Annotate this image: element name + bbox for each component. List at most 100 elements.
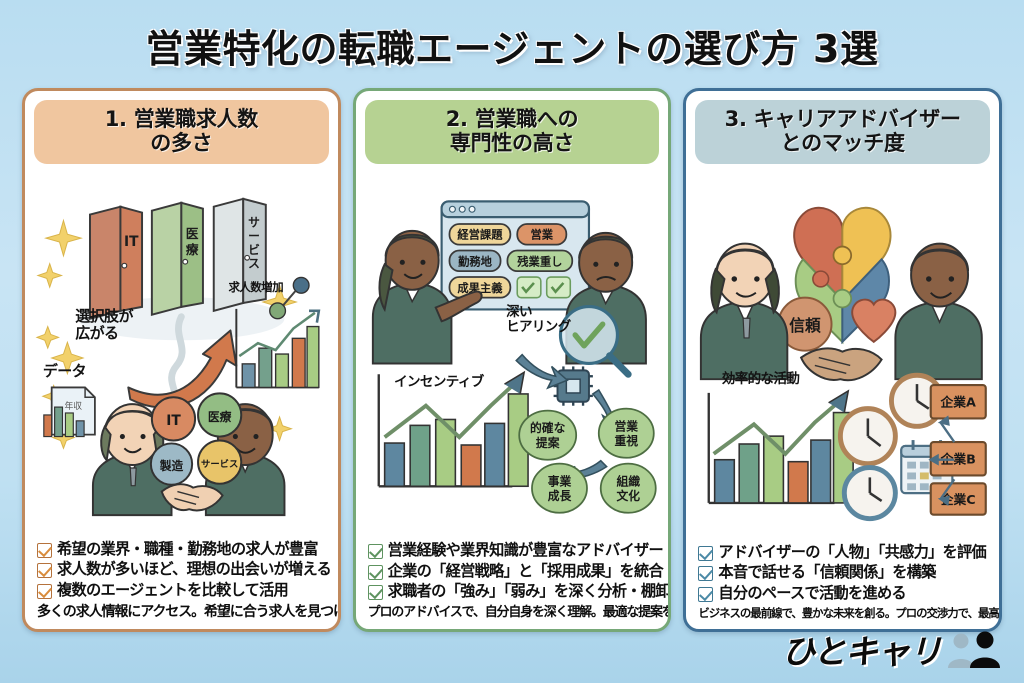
card-2-heading-line2: 専門性の高さ bbox=[449, 131, 575, 156]
svg-text:営業: 営業 bbox=[614, 419, 638, 433]
card-column-1: 1. 営業職求人数 の多さ bbox=[22, 88, 341, 632]
svg-text:残業重し: 残業重し bbox=[517, 254, 562, 268]
svg-text:企業B: 企業B bbox=[940, 451, 976, 467]
bullet-text: 求人数が多いほど、理想の出会いが増える bbox=[57, 560, 332, 579]
card-3-summary: ビジネスの最前線で、豊かな未来を創る。プロの交渉力で、最高の条件を引き出す。 bbox=[698, 606, 999, 621]
checkbox-icon bbox=[37, 542, 52, 558]
bullet-item: 本音で話せる「信頼関係」を構築 bbox=[698, 563, 989, 582]
checkbox-icon bbox=[37, 583, 52, 599]
incentive-chart bbox=[377, 370, 529, 488]
advisor-person-illustration bbox=[371, 229, 483, 365]
svg-text:成果主義: 成果主義 bbox=[457, 281, 503, 295]
bullet-text: 求職者の「強み」「弱み」を深く分析・棚卸し bbox=[387, 581, 672, 600]
card-3-artwork: 信頼 bbox=[700, 206, 988, 521]
door-it: IT bbox=[89, 205, 144, 320]
checkbox-icon bbox=[367, 564, 383, 580]
bullet-text: 希望の業界・職種・勤務地の求人が豊富 bbox=[57, 539, 318, 558]
svg-text:医: 医 bbox=[186, 227, 199, 242]
person-left-illustration bbox=[700, 242, 789, 380]
handshake-icon bbox=[160, 482, 224, 512]
criteria-window: 経営課題 営業 勤務地 残業重し 成果主義 bbox=[440, 200, 590, 311]
choices-expand-label: 選択肢が 広がる bbox=[75, 307, 133, 342]
card-1-artwork: IT 医 療 サ ー ビ ス bbox=[35, 197, 321, 516]
card-2-summary: プロのアドバイスで、自分自身を深く理解。最適な提案を受ける。 bbox=[367, 605, 672, 621]
bullet-text: 本音で話せる「信頼関係」を構築 bbox=[718, 563, 936, 582]
card-2-heading-line1: 2. 営業職への bbox=[445, 107, 579, 131]
svg-text:企業A: 企業A bbox=[940, 394, 976, 410]
card-1-summary: 多くの求人情報にアクセス。希望に合う求人を見つける。 bbox=[37, 604, 341, 621]
bullet-item: 希望の業界・職種・勤務地の求人が豊富 bbox=[37, 540, 328, 559]
handshake-icon bbox=[800, 347, 884, 381]
svg-text:IT: IT bbox=[124, 234, 139, 250]
svg-text:文化: 文化 bbox=[616, 489, 640, 503]
jobs-increase-label: 求人数増加 bbox=[228, 279, 283, 294]
columns-container: 1. 営業職求人数 の多さ bbox=[22, 88, 1003, 632]
incentive-label: インセンティブ bbox=[394, 374, 484, 391]
svg-text:提案: 提案 bbox=[536, 436, 560, 450]
checkbox-icon bbox=[367, 584, 383, 600]
bullet-item: 求職者の「強み」「弱み」を深く分析・棚卸し bbox=[367, 582, 668, 601]
card-3-heading-line2: とのマッチ度 bbox=[780, 131, 905, 156]
card-column-3: 3. キャリアアドバイザー とのマッチ度 bbox=[683, 88, 1003, 632]
checkbox-icon bbox=[698, 545, 714, 561]
flow-bubbles: 的確な 提案 営業 重視 事業 成長 組織 文化 bbox=[517, 407, 657, 514]
brand-logo-text: ひとキャリ bbox=[781, 632, 942, 671]
brand-logo: ひとキャリ bbox=[782, 625, 1002, 673]
card-2-illustration: 経営課題 営業 勤務地 残業重し 成果主義 bbox=[365, 168, 660, 539]
svg-text:成長: 成長 bbox=[547, 489, 571, 503]
card-2-heading: 2. 営業職への 専門性の高さ bbox=[364, 100, 660, 164]
bullet-text: 複数のエージェントを比較して活用 bbox=[57, 580, 289, 599]
card-1-bullets: 希望の業界・職種・勤務地の求人が豊富 求人数が多いほど、理想の出会いが増える 複… bbox=[34, 538, 341, 621]
data-label: データ bbox=[42, 362, 87, 381]
bullet-text: アドバイザーの「人物」「共感力」を評価 bbox=[718, 542, 987, 561]
node-graph-icon bbox=[269, 276, 310, 320]
svg-text:重視: 重視 bbox=[614, 434, 638, 448]
card-3-heading: 3. キャリアアドバイザー とのマッチ度 bbox=[695, 100, 991, 164]
bullet-item: 複数のエージェントを比較して活用 bbox=[37, 581, 328, 600]
svg-text:信頼: 信頼 bbox=[790, 316, 822, 335]
card-1-heading-line1: 1. 営業職求人数 bbox=[104, 107, 259, 131]
card-1-heading-line2: の多さ bbox=[150, 131, 213, 156]
svg-text:製造: 製造 bbox=[159, 459, 184, 473]
page-title-bar: 営業特化の転職エージェントの選び方 3選 bbox=[0, 8, 1024, 82]
svg-text:営業: 営業 bbox=[530, 227, 553, 241]
bullet-item: 企業の「経営戦略」と「採用成果」を統合 bbox=[367, 562, 664, 581]
card-2-bullets: 営業経験や業界知識が豊富なアドバイザー 企業の「経営戦略」と「採用成果」を統合 … bbox=[365, 539, 672, 621]
svg-text:サービス: サービス bbox=[201, 458, 238, 470]
person-right-illustration bbox=[894, 242, 984, 380]
bullet-item: アドバイザーの「人物」「共感力」を評価 bbox=[698, 543, 989, 562]
bullet-text: 自分のペースで活動を進める bbox=[718, 583, 906, 602]
svg-text:事業: 事業 bbox=[547, 474, 571, 488]
svg-text:療: 療 bbox=[186, 242, 199, 258]
card-3-heading-line1: 3. キャリアアドバイザー bbox=[724, 107, 961, 131]
company-boxes: 企業A 企業B 企業C bbox=[928, 383, 988, 516]
svg-text:経営課題: 経営課題 bbox=[457, 227, 503, 241]
deep-hearing-label: 深い ヒアリング bbox=[506, 304, 571, 336]
bullet-item: 求人数が多いほど、理想の出会いが増える bbox=[37, 560, 332, 579]
svg-text:サ: サ bbox=[248, 215, 260, 229]
two-people-icon bbox=[948, 631, 1000, 668]
card-2-artwork: 経営課題 営業 勤務地 残業重し 成果主義 bbox=[371, 200, 657, 514]
trust-badge: 信頼 bbox=[777, 296, 833, 352]
clock-icon bbox=[838, 405, 899, 466]
jobs-increase-chart bbox=[235, 308, 321, 389]
checkbox-icon bbox=[37, 563, 52, 579]
card-3-illustration: 信頼 bbox=[695, 168, 990, 541]
svg-text:年収: 年収 bbox=[64, 400, 82, 412]
svg-text:組織: 組織 bbox=[616, 474, 640, 488]
page-title: 営業特化の転職エージェントの選び方 3選 bbox=[145, 26, 879, 71]
door-medical: 医 療 bbox=[150, 201, 204, 316]
bullet-text: 企業の「経営戦略」と「採用成果」を統合 bbox=[387, 561, 664, 580]
checkbox-icon bbox=[698, 566, 714, 582]
bullet-text: 営業経験や業界知識が豊富なアドバイザー bbox=[387, 541, 664, 560]
industry-bubbles: IT 医療 製造 サービス bbox=[149, 392, 243, 486]
magnifier-check-icon bbox=[558, 304, 632, 378]
svg-text:医療: 医療 bbox=[208, 410, 232, 424]
svg-text:ス: ス bbox=[248, 256, 260, 270]
svg-text:IT: IT bbox=[166, 412, 181, 428]
efficient-activity-label: 効率的な活動 bbox=[721, 371, 800, 388]
data-document-icon: 年収 bbox=[43, 386, 96, 437]
card-column-2: 2. 営業職への 専門性の高さ 経営課題 営業 勤務地 bbox=[352, 88, 672, 632]
small-heart-icon bbox=[851, 298, 897, 343]
bullet-item: 自分のペースで活動を進める bbox=[698, 584, 989, 603]
